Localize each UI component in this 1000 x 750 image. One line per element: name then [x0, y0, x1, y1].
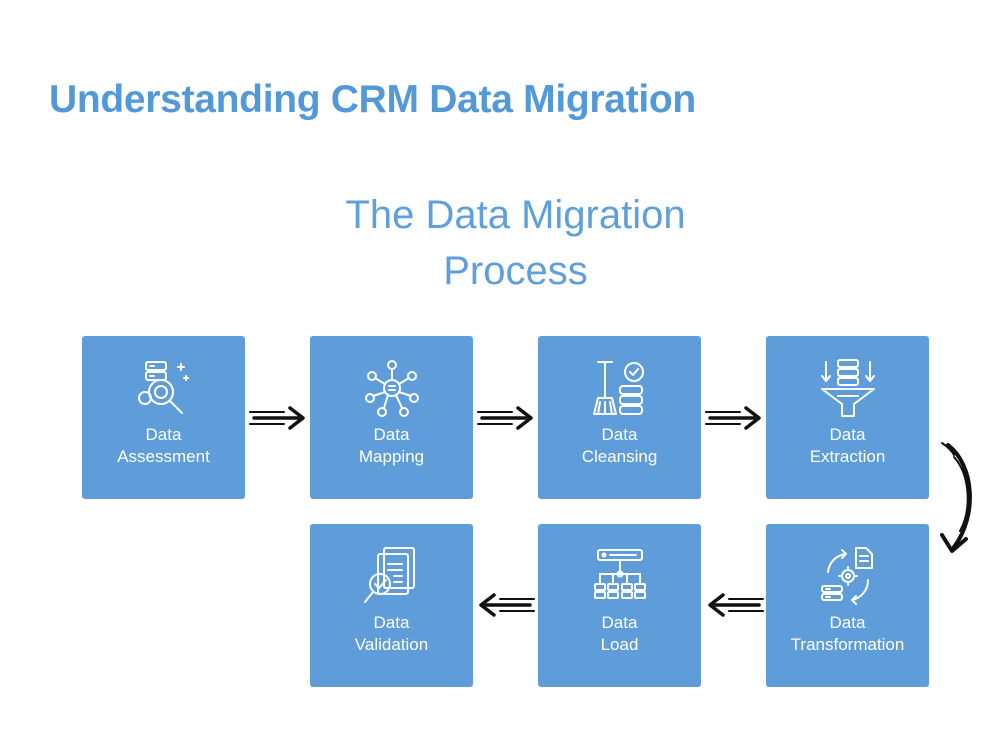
step-data-validation: Data Validation: [310, 524, 473, 687]
step-label-line-2: Load: [600, 635, 639, 654]
mapping-icon: [360, 356, 424, 420]
arrow-right-1: [248, 403, 308, 433]
transformation-icon: [816, 544, 880, 608]
step-data-cleansing: Data Cleansing: [538, 336, 701, 499]
step-label-line-1: Data: [601, 425, 638, 444]
step-data-extraction: Data Extraction: [766, 336, 929, 499]
cleansing-icon: [588, 356, 652, 420]
step-label-line-1: Data: [829, 613, 866, 632]
step-label-line-2: Transformation: [790, 635, 905, 654]
step-data-transformation: Data Transformation: [766, 524, 929, 687]
step-data-assessment: Data Assessment: [82, 336, 245, 499]
step-label-line-1: Data: [373, 613, 410, 632]
step-label-line-1: Data: [373, 425, 410, 444]
step-data-load: Data Load: [538, 524, 701, 687]
arrow-left-1: [705, 590, 765, 620]
assessment-icon: [132, 356, 196, 420]
arrow-right-2: [476, 403, 536, 433]
step-label-line-2: Mapping: [358, 447, 425, 466]
arrow-right-3: [704, 403, 764, 433]
step-label-line-1: Data: [829, 425, 866, 444]
arrow-left-2: [476, 590, 536, 620]
arrow-curve-down: [928, 435, 984, 560]
validation-icon: [360, 544, 424, 608]
step-label-line-2: Extraction: [809, 447, 886, 466]
step-label-line-2: Validation: [354, 635, 429, 654]
page-title: Understanding CRM Data Migration: [49, 78, 696, 121]
extraction-icon: [816, 356, 880, 420]
diagram-title-line-2: Process: [443, 249, 588, 293]
diagram-title-line-1: The Data Migration: [345, 193, 686, 237]
load-icon: [588, 544, 652, 608]
step-label-line-1: Data: [601, 613, 638, 632]
step-label-line-2: Cleansing: [581, 447, 658, 466]
step-data-mapping: Data Mapping: [310, 336, 473, 499]
step-label-line-2: Assessment: [117, 447, 210, 466]
step-label-line-1: Data: [145, 425, 182, 444]
